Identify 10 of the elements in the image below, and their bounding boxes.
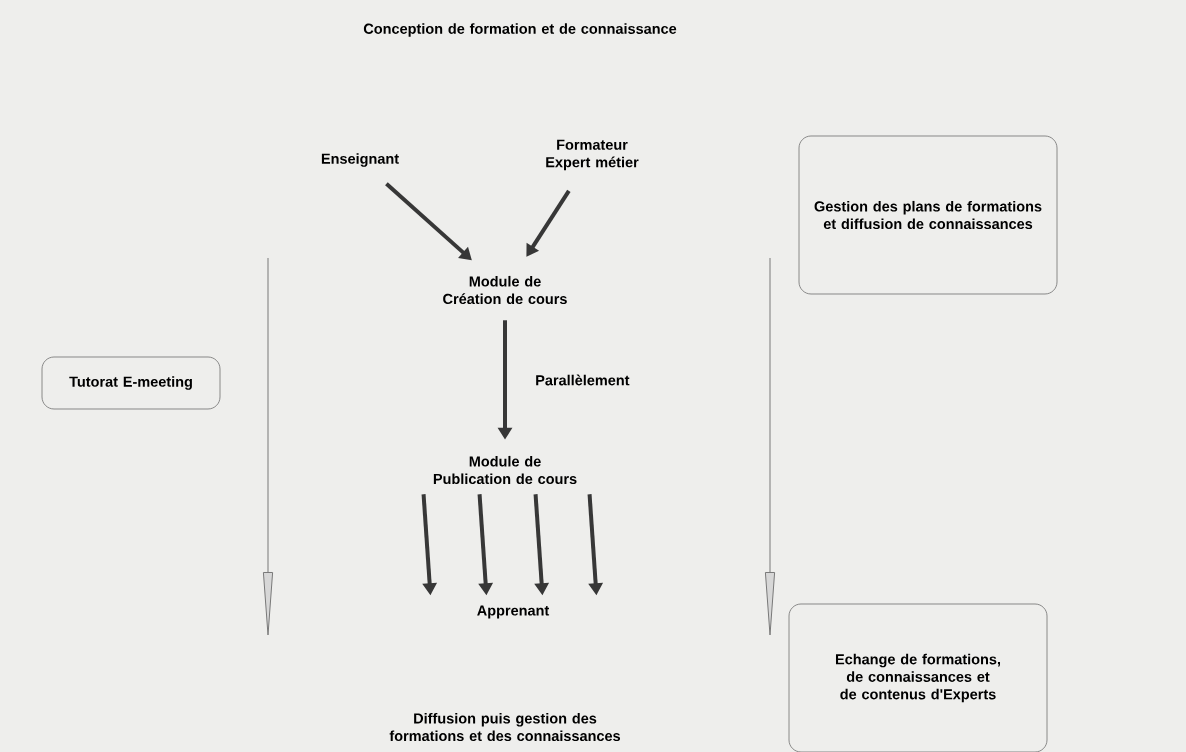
node-text: Enseignant — [321, 153, 399, 167]
node-text: Apprenant — [477, 605, 550, 619]
rounded-box: Tutorat E-meeting — [41, 356, 221, 410]
title: Conception de formation et de connaissance — [363, 23, 677, 37]
caption-text: Diffusion puis gestion des formations et des connaissances — [389, 712, 621, 742]
node-text: Formateur Expert métier — [546, 139, 639, 171]
rounded-box: Gestion des plans de formations et diffusion de connaissances — [798, 135, 1058, 295]
rounded-box: Echange de formations, de connaissances et de contenus d'Experts — [788, 603, 1048, 752]
node-text: Module de Création de cours — [443, 275, 567, 305]
node-text: Module de Publication de cours — [433, 455, 577, 485]
